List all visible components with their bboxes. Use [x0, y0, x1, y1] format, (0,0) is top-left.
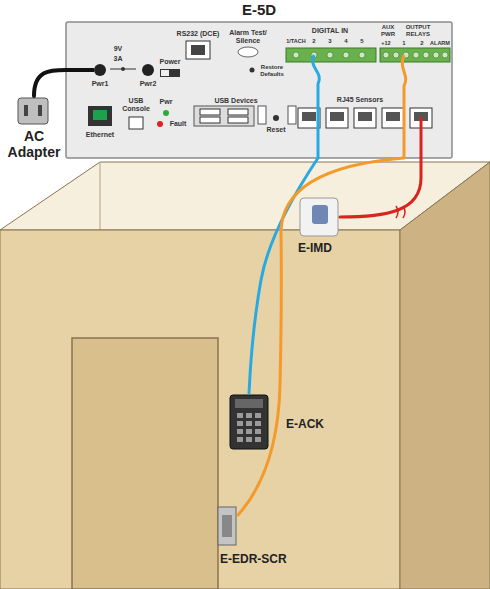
- ac-adapter-icon: [38, 105, 42, 116]
- power-switch: [161, 70, 169, 76]
- orange-wire: [402, 55, 405, 158]
- panel-label: +12: [379, 40, 393, 46]
- red-wire: [340, 158, 421, 217]
- door-strike: [218, 507, 236, 545]
- panel-label: ALARM: [429, 40, 451, 46]
- panel-label: Reset: [263, 126, 289, 134]
- panel-label: Pwr1: [87, 80, 113, 88]
- sensor-box: E-IMD: [298, 196, 340, 238]
- red-wire: [420, 117, 423, 158]
- polarity-symbol: [121, 67, 125, 71]
- node-label: AC Adapter: [4, 128, 64, 160]
- node-label: E-5D: [66, 1, 452, 18]
- panel-label: 1: [400, 40, 408, 47]
- usb-ports: [200, 117, 220, 123]
- panel-label: Pwr: [156, 98, 176, 106]
- panel-label: 4: [341, 38, 351, 45]
- panel-label: Alarm Test/ Silence: [223, 29, 273, 45]
- ac-adapter-icon: [24, 105, 28, 116]
- ethernet-port: [88, 106, 112, 126]
- fault-led: [157, 121, 163, 127]
- panel-label: 3: [325, 38, 335, 45]
- blue-wire: [313, 55, 320, 158]
- panel-label: USB Console: [120, 97, 152, 113]
- panel-label: 5: [357, 38, 367, 45]
- node-label: E-EDR-SCR: [220, 553, 287, 567]
- keypad-keys: [236, 412, 263, 444]
- panel-label: 2: [418, 40, 426, 47]
- power-cable: [34, 70, 66, 96]
- panel-label: 9V: [108, 45, 128, 53]
- terminal-screws: [293, 52, 448, 58]
- room-front-wall: [0, 230, 400, 589]
- usb-ports: [228, 117, 248, 123]
- power-switch: [160, 69, 180, 77]
- panel-label: AUX PWR: [377, 24, 399, 38]
- terminal-block: [380, 48, 450, 62]
- panel-label: OUTPUT RELAYS: [401, 24, 435, 38]
- alarm-button: [238, 47, 258, 57]
- node-label: E-IMD: [298, 242, 332, 256]
- panel-label: Power: [155, 58, 185, 66]
- rs232-port: [191, 45, 205, 55]
- strike-box: E-EDR-SCR: [216, 505, 238, 547]
- panel-label: 2: [309, 38, 319, 45]
- terminal-block: [286, 48, 376, 62]
- panel-label: Restore Defaults: [256, 64, 288, 78]
- panel-label: RJ45 Sensors: [328, 96, 392, 104]
- usb-ports: [228, 109, 248, 115]
- cable-break-symbol: [396, 206, 405, 218]
- panel-label: DIGITAL IN: [305, 27, 355, 35]
- panel-label: Fault: [166, 120, 190, 128]
- door: [72, 338, 218, 589]
- room-side-wall: [400, 162, 490, 589]
- motion-detector-lens: [312, 205, 328, 224]
- ac-adapter-icon: [18, 98, 48, 124]
- panel-label: USB Devices: [208, 97, 264, 105]
- node-label: E-ACK: [286, 418, 324, 432]
- reset-button: [273, 115, 279, 121]
- panel-label: Pwr2: [135, 80, 161, 88]
- panel-label: 1/TACH: [285, 38, 307, 44]
- usb-console-port: [129, 117, 143, 129]
- keypad-box: E-ACK: [228, 393, 270, 451]
- restore-button: [250, 68, 255, 73]
- panel-label: 3A: [108, 55, 128, 63]
- blue-wire: [249, 158, 318, 393]
- rs232-port: [186, 41, 210, 59]
- usb-ports: [194, 106, 254, 126]
- power-cable: [66, 68, 94, 72]
- keypad-display: [235, 399, 263, 408]
- pwr-led: [163, 110, 169, 116]
- keypad: [230, 395, 268, 449]
- usb-ports: [200, 109, 220, 115]
- usb-port: [288, 106, 296, 124]
- door-strike: [222, 515, 232, 537]
- power-jack: [142, 64, 154, 76]
- room-edge: [100, 162, 101, 230]
- adapter-box: AC Adapter: [4, 96, 64, 166]
- orange-wire: [238, 158, 404, 515]
- device-panel: [66, 22, 452, 158]
- panel-label: RS232 (DCE): [169, 30, 227, 38]
- rj45-ports: [302, 112, 428, 121]
- ethernet-port: [93, 110, 107, 120]
- panel-label: Ethernet: [79, 131, 121, 139]
- motion-detector: [300, 198, 338, 236]
- usb-port: [258, 106, 266, 124]
- power-jack: [94, 64, 106, 76]
